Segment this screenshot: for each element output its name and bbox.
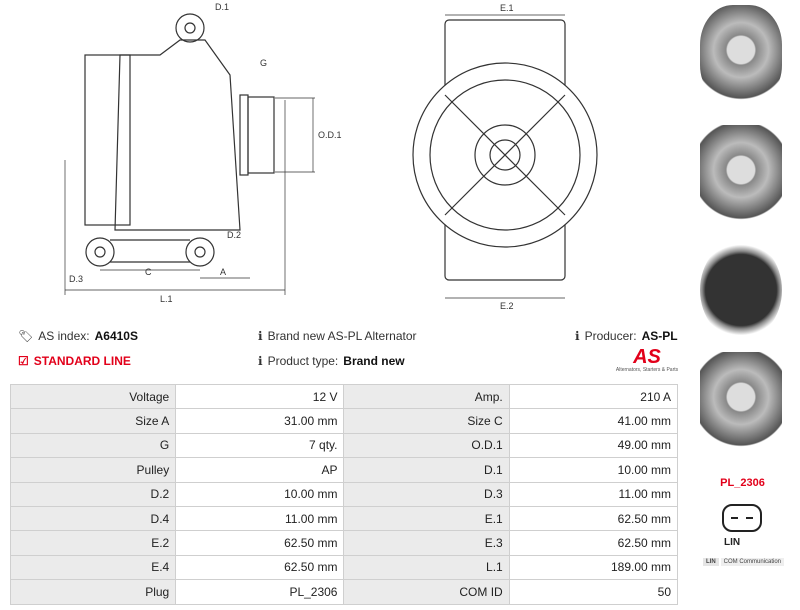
- spec-value: 12 V: [175, 383, 345, 410]
- spec-value: 10.00 mm: [508, 457, 679, 483]
- product-photo-rear: [700, 240, 782, 340]
- label-l1: L.1: [160, 294, 173, 304]
- label-od1: O.D.1: [318, 130, 342, 140]
- spec-value: 49.00 mm: [508, 432, 679, 459]
- spec-value: PL_2306: [175, 579, 345, 605]
- as-logo: AS Alternators, Starters & Parts: [615, 346, 679, 373]
- spec-label: E.1: [343, 505, 510, 532]
- spec-label: Amp.: [343, 383, 510, 410]
- spec-label: Voltage: [9, 383, 177, 410]
- spec-label: COM ID: [343, 579, 510, 605]
- label-d3: D.3: [69, 274, 83, 284]
- spec-label: D.2: [9, 481, 177, 507]
- spec-label: E.4: [9, 554, 177, 581]
- spec-value: 31.00 mm: [175, 408, 345, 434]
- plug-code: PL_2306: [720, 477, 765, 489]
- spec-label: Size A: [9, 408, 177, 434]
- label-a: A: [220, 267, 226, 277]
- product-photo-angle: [700, 352, 782, 452]
- info-icon: ℹ: [575, 329, 580, 343]
- label-e2: E.2: [500, 301, 514, 310]
- label-e1: E.1: [500, 3, 514, 13]
- pin-legend: LIN COM Communication: [703, 558, 785, 566]
- spec-value: 10.00 mm: [175, 481, 345, 507]
- spec-label: E.3: [343, 530, 510, 556]
- tags-icon: 🏷: [18, 329, 34, 343]
- info-icon: ℹ: [258, 354, 263, 368]
- front-view-drawing: E.1 E.2: [412, 3, 598, 310]
- as-index: 🏷AS index:A6410S: [18, 329, 138, 343]
- checkbox-icon: ☑: [18, 354, 29, 368]
- spec-value: AP: [175, 457, 345, 483]
- label-d1: D.1: [215, 2, 229, 12]
- standard-line-badge: ☑STANDARD LINE: [18, 354, 131, 368]
- spec-label: L.1: [343, 554, 510, 581]
- spec-label: Size C: [343, 408, 510, 434]
- label-d2: D.2: [227, 230, 241, 240]
- spec-value: 62.50 mm: [175, 530, 345, 556]
- spec-value: 189.00 mm: [508, 554, 679, 581]
- spec-label: Plug: [9, 579, 177, 605]
- spec-label: D.3: [343, 481, 510, 507]
- spec-value: 41.00 mm: [508, 408, 679, 434]
- spec-value: 7 qty.: [175, 432, 345, 459]
- spec-value: 62.50 mm: [508, 530, 679, 556]
- spec-label: D.4: [9, 505, 177, 532]
- label-c: C: [145, 267, 152, 277]
- spec-value: 11.00 mm: [508, 481, 679, 507]
- spec-label: O.D.1: [343, 432, 510, 459]
- info-icon: ℹ: [258, 329, 263, 343]
- product-photo-front: [700, 5, 782, 105]
- connector-label: LIN: [724, 537, 741, 548]
- spec-label: D.1: [343, 457, 510, 483]
- label-g: G: [260, 58, 267, 68]
- plug-connector-icon: [722, 504, 762, 532]
- spec-label: Pulley: [9, 457, 177, 483]
- spec-value: 11.00 mm: [175, 505, 345, 532]
- spec-value: 62.50 mm: [508, 505, 679, 532]
- product-photo-side: [700, 125, 782, 225]
- spec-label: G: [9, 432, 177, 459]
- side-view-drawing: D.1 G O.D.1 D.2 D.3 C A L.1: [64, 2, 342, 304]
- spec-value: 62.50 mm: [175, 554, 345, 581]
- spec-value: 210 A: [508, 383, 679, 410]
- spec-value: 50: [508, 579, 679, 605]
- spec-label: E.2: [9, 530, 177, 556]
